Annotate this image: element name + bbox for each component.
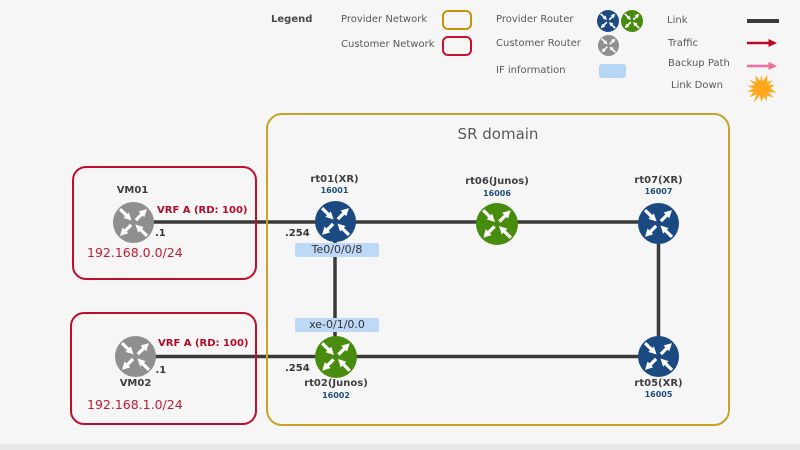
rt01-interface-box: Te0/0/0/8 (295, 242, 379, 257)
rt02-router-icon[interactable] (315, 336, 357, 378)
vm01-vrf-label: VRF A (RD: 100) (157, 205, 248, 216)
rt05-name-label: rt05(XR) (634, 378, 683, 389)
vm02-router-icon[interactable] (115, 336, 156, 377)
customer-site-vm02-box (70, 312, 257, 425)
customer-site-vm01-box (72, 166, 257, 280)
rt05-router-icon[interactable] (638, 336, 679, 377)
vm01-host-ip-label: .1 (155, 228, 166, 239)
rt07-sid-label: 16007 (644, 186, 673, 196)
legend-link-label: Link (667, 14, 688, 26)
legend-customer-router-label: Customer Router (496, 38, 581, 49)
provider-network-swatch (442, 10, 472, 30)
backup-path-arrow-icon (747, 62, 777, 70)
bottom-band (0, 444, 800, 450)
vm01-router-icon[interactable] (113, 202, 154, 243)
rt06-sid-label: 16006 (483, 188, 511, 198)
rt01-router-icon[interactable] (315, 201, 356, 242)
rt02-sid-label: 16002 (322, 390, 350, 400)
legend-customer-network-label: Customer Network (341, 39, 435, 50)
legend-traffic-label: Traffic (668, 37, 699, 49)
rt02-interface-box: xe-0/1/0.0 (295, 318, 379, 332)
rt01-pe-ip-label: .254 (285, 228, 310, 239)
rt06-name-label: rt06(Junos) (465, 176, 529, 187)
sr-domain-box (266, 113, 730, 426)
vm02-vrf-label: VRF A (RD: 100) (158, 337, 249, 349)
rt02-name-label: rt02(Junos) (304, 377, 368, 389)
sr-domain-title: SR domain (457, 124, 539, 143)
traffic-arrow-icon (747, 39, 777, 47)
legend-backup-path-label: Backup Path (668, 58, 730, 69)
rt01-sid-label: 16001 (320, 185, 349, 195)
rt06-router-icon[interactable] (476, 203, 518, 245)
rt05-sid-label: 16005 (644, 390, 673, 399)
if-information-swatch (599, 64, 626, 78)
rt01-name-label: rt01(XR) (310, 173, 359, 185)
vm01-label: VM01 (116, 185, 149, 196)
legend-link-down-label: Link Down (671, 80, 723, 91)
legend-provider-router-label: Provider Router (496, 13, 574, 25)
vm02-subnet-label: 192.168.1.0/24 (87, 396, 183, 412)
legend-if-information-label: IF information (496, 64, 566, 76)
rt02-pe-ip-label: .254 (285, 363, 310, 374)
link-sample-icon (747, 19, 779, 23)
legend-title: Legend (271, 14, 313, 25)
vm02-host-ip-label: .1 (155, 364, 167, 376)
legend-provider-network-label: Provider Network (341, 14, 428, 25)
rt07-router-icon[interactable] (638, 203, 679, 244)
vm01-subnet-label: 192.168.0.0/24 (87, 245, 183, 261)
customer-network-swatch (442, 35, 472, 56)
rt07-name-label: rt07(XR) (634, 174, 683, 186)
link-down-starburst-icon (747, 74, 777, 103)
vm02-label: VM02 (119, 377, 152, 389)
